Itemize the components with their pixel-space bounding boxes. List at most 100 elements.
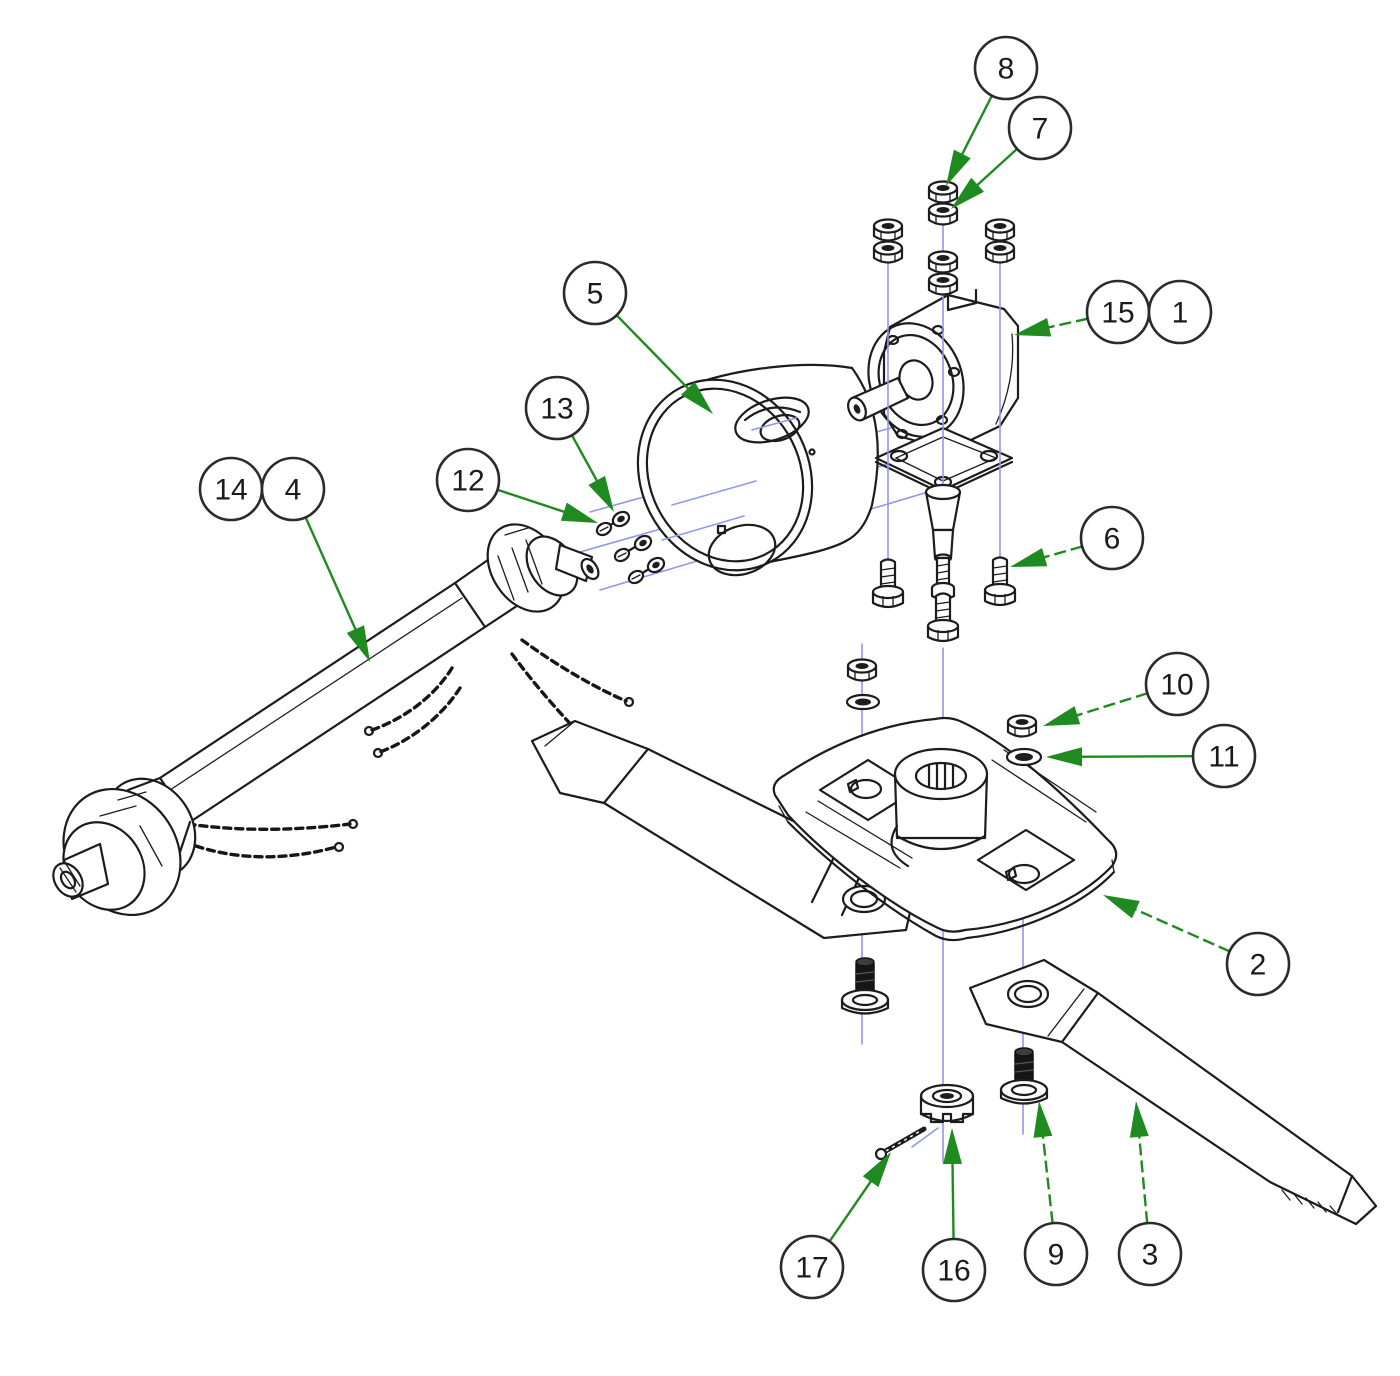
callout-number-17: 17 [795,1252,828,1285]
callout-balloon-11 [1191,723,1257,789]
pan-hardware [840,658,1049,1161]
safety-chain [370,666,454,732]
locknut [927,250,959,274]
gearbox [847,288,1020,496]
leader-arrow-line [304,516,360,637]
locknut [872,218,904,242]
leader-arrowhead [943,1128,963,1165]
safety-chain [378,686,462,754]
safety-chain [520,638,628,703]
callout-6: 6 [1010,505,1145,571]
leader-arrowhead [1010,548,1048,567]
callout-balloon-4 [260,456,326,522]
callout-balloon-13 [524,375,590,441]
leader-arrow-line [1069,692,1148,719]
mount-bolt [926,592,960,643]
callout-number-15: 15 [1101,297,1134,330]
callout-3: 3 [1117,1101,1183,1287]
blade-bolt [840,956,890,1015]
pto-driveline [52,523,635,917]
callout-balloon-2 [1225,931,1291,997]
callout-balloon-1 [1147,279,1213,345]
gearbox-mount-flange [874,426,1014,492]
spindle-nut [846,658,878,682]
callout-balloon-3 [1117,1221,1183,1287]
pan-spline-hub [890,747,989,868]
callout-2: 2 [1103,895,1291,997]
callout-11: 11 [1046,723,1257,789]
blade-left [530,719,918,940]
top-locknut [927,180,959,204]
safety-chain [186,822,352,831]
callout-17: 17 [779,1152,891,1300]
leader-arrowhead [862,1152,891,1188]
leader-arrow-line [1040,1128,1054,1224]
leader-arrow-line [970,147,1018,192]
blade-edge-serrations [1281,1189,1339,1216]
callout-5: 5 [562,260,713,414]
callout-layer: 87 5 15 1 13 12 14 4 6 10 11 2 17 16 9 3 [198,35,1291,1303]
leader-arrowhead [588,475,614,512]
leader-arrowhead [946,149,971,186]
callout-number-12: 12 [451,465,484,498]
shield-screw [611,545,637,565]
locknut [872,240,904,264]
callout-4: 4 [260,456,370,662]
callout-16: 16 [921,1128,987,1303]
leader-arrowhead [1103,895,1140,919]
callout-balloon-12 [435,447,501,513]
callout-balloon-16 [921,1237,987,1303]
mount-bolt [871,558,905,609]
locknut [984,218,1016,242]
callout-number-8: 8 [998,53,1015,86]
leader-arrow-line [1128,905,1231,953]
callout-balloon-9 [1023,1221,1089,1287]
callout-number-1: 1 [1172,297,1189,330]
gearbox-hardware [871,180,1017,643]
callout-balloon-6 [1079,505,1145,571]
leader-arrowhead [1046,747,1083,767]
callout-number-10: 10 [1160,669,1193,702]
shield-washer [644,554,668,576]
callout-number-7: 7 [1032,113,1049,146]
leader-arrow-line [1073,754,1194,759]
blade-carrier-pan [772,716,1118,942]
leader-arrow-line [570,434,602,489]
callout-8: 8 [946,35,1039,186]
driveline-cone-right [453,523,600,629]
callout-balloon-10 [1144,651,1210,717]
callout-15: 15 [1014,279,1151,345]
callout-balloon-5 [562,260,628,326]
callout-number-2: 2 [1250,949,1267,982]
locknut [927,272,959,296]
callout-13: 13 [524,375,614,512]
leader-arrow-line [497,488,572,516]
shield-washer [609,508,633,530]
leader-arrow-line [615,314,695,395]
callout-number-11: 11 [1208,741,1239,774]
gearbox-shield [636,363,879,577]
callout-number-9: 9 [1048,1239,1065,1272]
cotter-pin-item17 [874,1126,927,1161]
callout-number-6: 6 [1104,523,1121,556]
leader-arrowhead [560,502,598,523]
locknut [984,240,1016,264]
callout-number-14: 14 [214,474,247,507]
callout-balloon-8 [973,35,1039,101]
leader-arrow-line [951,1155,955,1240]
callout-1: 1 [1147,279,1213,345]
callout-10: 10 [1043,651,1210,726]
leader-arrowhead [951,177,985,209]
leader-arrowhead [681,381,713,414]
leader-arrow-line [1137,1128,1149,1224]
callout-12: 12 [435,447,598,523]
callout-number-5: 5 [587,278,604,311]
leader-arrow-line [828,1174,877,1243]
mount-bolt [983,556,1017,607]
safety-chain [194,844,338,859]
blade-right [968,958,1378,1226]
leader-arrowhead [1033,1101,1053,1138]
callout-number-3: 3 [1142,1239,1159,1272]
